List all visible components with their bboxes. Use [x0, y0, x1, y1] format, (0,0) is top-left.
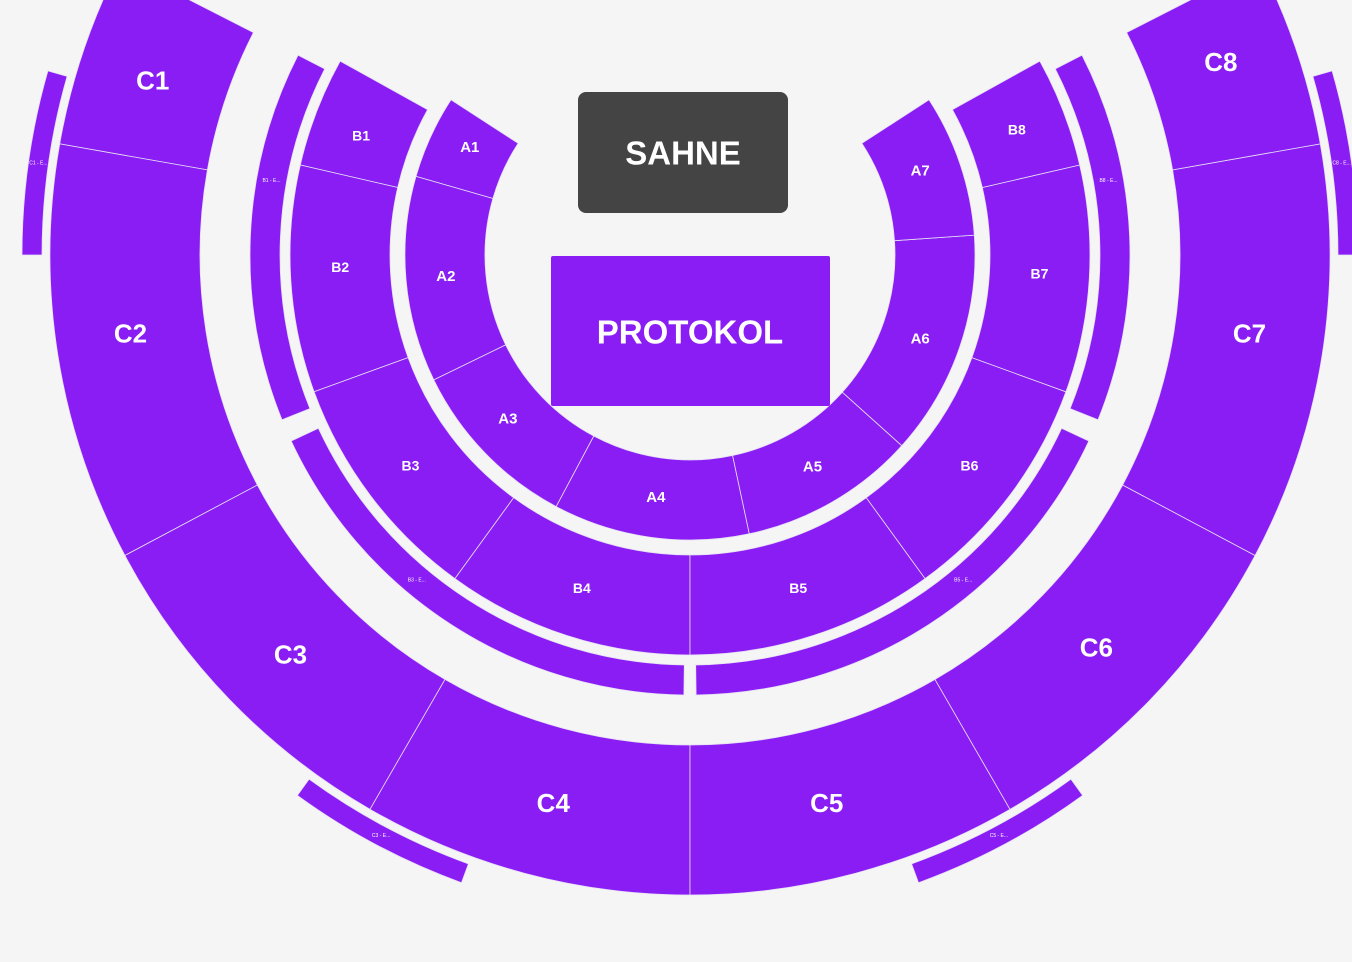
section-a6[interactable] — [841, 234, 976, 447]
section-c5[interactable] — [689, 678, 1011, 896]
section-a7[interactable] — [861, 99, 975, 242]
section-a3[interactable] — [433, 344, 595, 508]
section-a5[interactable] — [732, 391, 903, 535]
section-b7[interactable] — [971, 164, 1091, 393]
section-b-extra-bottom-left[interactable] — [290, 427, 685, 696]
section-b2[interactable] — [289, 164, 409, 393]
seating-sections — [21, 0, 1352, 896]
section-b3[interactable] — [313, 357, 515, 580]
section-b-extra-left[interactable] — [249, 54, 326, 421]
section-c-extra-right[interactable] — [1312, 70, 1352, 256]
section-b-extra-right[interactable] — [1054, 54, 1131, 421]
section-b1[interactable] — [299, 60, 429, 188]
section-b8[interactable] — [951, 60, 1081, 188]
section-c8[interactable] — [1126, 0, 1321, 171]
section-b5[interactable] — [689, 497, 926, 656]
protocol-section[interactable] — [551, 256, 830, 406]
section-a2[interactable] — [404, 175, 507, 381]
section-c4[interactable] — [369, 678, 691, 896]
section-a1[interactable] — [415, 99, 519, 199]
section-c7[interactable] — [1122, 143, 1331, 557]
section-a4[interactable] — [555, 435, 750, 541]
section-c1[interactable] — [59, 0, 254, 171]
section-c-extra-bottom-left[interactable] — [296, 778, 469, 884]
section-b-extra-bottom-right[interactable] — [695, 427, 1090, 696]
section-c2[interactable] — [49, 143, 258, 557]
section-c3[interactable] — [124, 484, 446, 810]
section-c6[interactable] — [934, 484, 1256, 810]
section-b4[interactable] — [454, 497, 691, 656]
stage-block — [578, 92, 788, 213]
section-c-extra-left[interactable] — [21, 70, 68, 256]
section-c-extra-bottom-right[interactable] — [911, 778, 1084, 884]
section-b6[interactable] — [865, 357, 1067, 580]
